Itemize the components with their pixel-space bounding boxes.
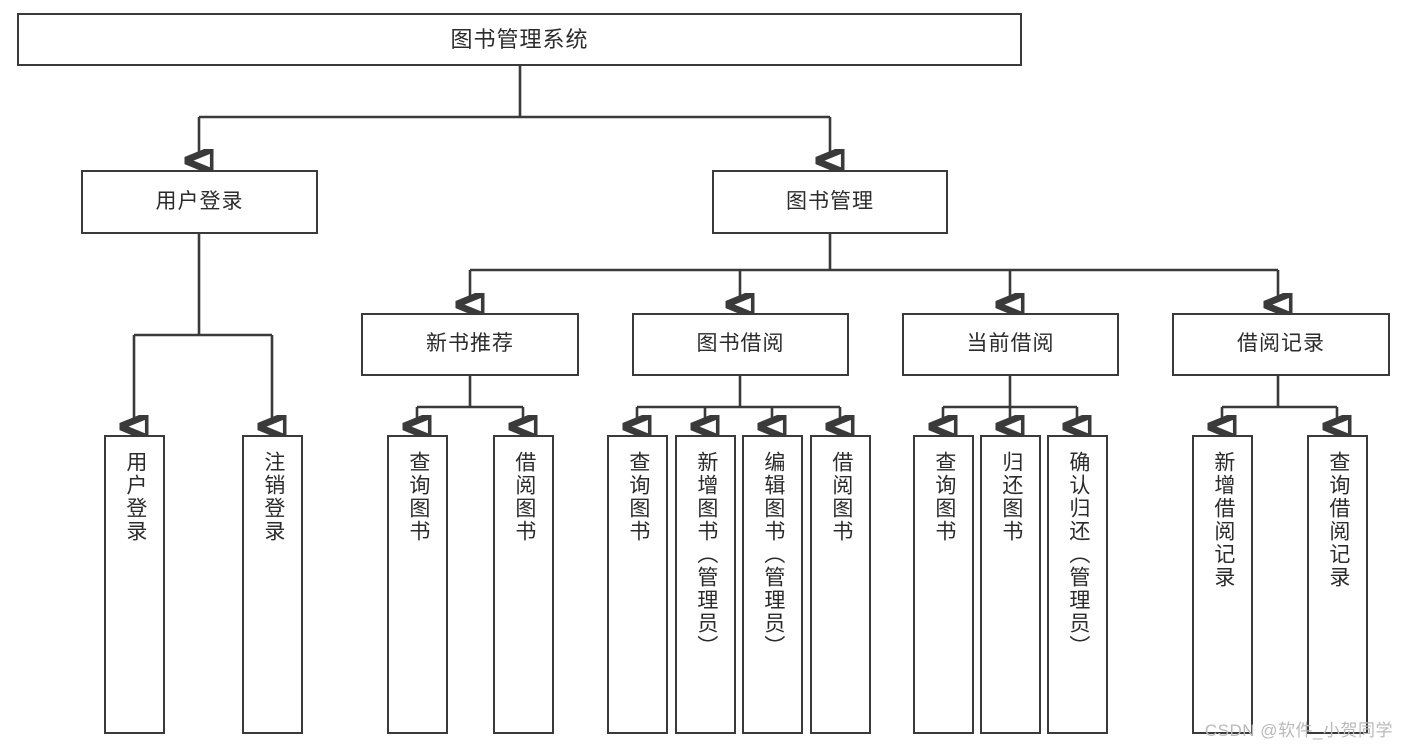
leaf-current-confirm-return[interactable]: 确认归还（管理员）	[1047, 435, 1108, 734]
leaf-newbook-query[interactable]: 查询图书	[387, 435, 448, 734]
node-book-management[interactable]: 图书管理	[712, 170, 948, 234]
node-current-borrow-label: 当前借阅	[966, 332, 1055, 356]
leaf-borrow-edit-book-label: 编辑图书（管理员）	[761, 451, 785, 658]
node-borrow-record[interactable]: 借阅记录	[1172, 313, 1390, 376]
leaf-user-logout-label: 注销登录	[261, 451, 285, 543]
leaf-borrow-query-label: 查询图书	[626, 451, 650, 543]
leaf-newbook-query-label: 查询图书	[406, 451, 430, 543]
leaf-user-login[interactable]: 用户登录	[104, 435, 165, 734]
leaf-current-return[interactable]: 归还图书	[980, 435, 1041, 734]
node-root[interactable]: 图书管理系统	[17, 13, 1022, 66]
leaf-current-return-label: 归还图书	[999, 451, 1023, 543]
node-book-borrow-label: 图书借阅	[696, 332, 785, 356]
leaf-record-query-label: 查询借阅记录	[1326, 451, 1350, 589]
leaf-record-add[interactable]: 新增借阅记录	[1192, 435, 1253, 734]
leaf-borrow-add-book-label: 新增图书（管理员）	[694, 451, 718, 658]
node-current-borrow[interactable]: 当前借阅	[902, 313, 1119, 376]
node-user-login[interactable]: 用户登录	[81, 170, 318, 234]
node-borrow-record-label: 借阅记录	[1237, 332, 1325, 356]
leaf-current-query-label: 查询图书	[932, 451, 956, 543]
leaf-current-query[interactable]: 查询图书	[913, 435, 974, 734]
leaf-record-add-label: 新增借阅记录	[1211, 451, 1235, 589]
leaf-user-logout[interactable]: 注销登录	[242, 435, 303, 734]
csdn-watermark: CSDN @软件_小贺同学	[1204, 721, 1393, 740]
leaf-borrow-edit-book[interactable]: 编辑图书（管理员）	[742, 435, 803, 734]
leaf-borrow-book[interactable]: 借阅图书	[810, 435, 871, 734]
leaf-newbook-borrow[interactable]: 借阅图书	[493, 435, 554, 734]
node-new-book-recommend-label: 新书推荐	[426, 332, 514, 356]
node-user-login-label: 用户登录	[155, 189, 244, 213]
node-book-borrow[interactable]: 图书借阅	[632, 313, 849, 376]
node-root-label: 图书管理系统	[450, 26, 589, 52]
leaf-borrow-add-book[interactable]: 新增图书（管理员）	[675, 435, 736, 734]
leaf-current-confirm-return-label: 确认归还（管理员）	[1066, 451, 1090, 658]
leaf-borrow-book-label: 借阅图书	[829, 451, 853, 543]
leaf-record-query[interactable]: 查询借阅记录	[1307, 435, 1368, 734]
leaf-borrow-query[interactable]: 查询图书	[607, 435, 668, 734]
node-new-book-recommend[interactable]: 新书推荐	[361, 313, 579, 376]
leaf-user-login-label: 用户登录	[123, 451, 147, 543]
leaf-newbook-borrow-label: 借阅图书	[512, 451, 536, 543]
node-book-management-label: 图书管理	[786, 189, 874, 213]
